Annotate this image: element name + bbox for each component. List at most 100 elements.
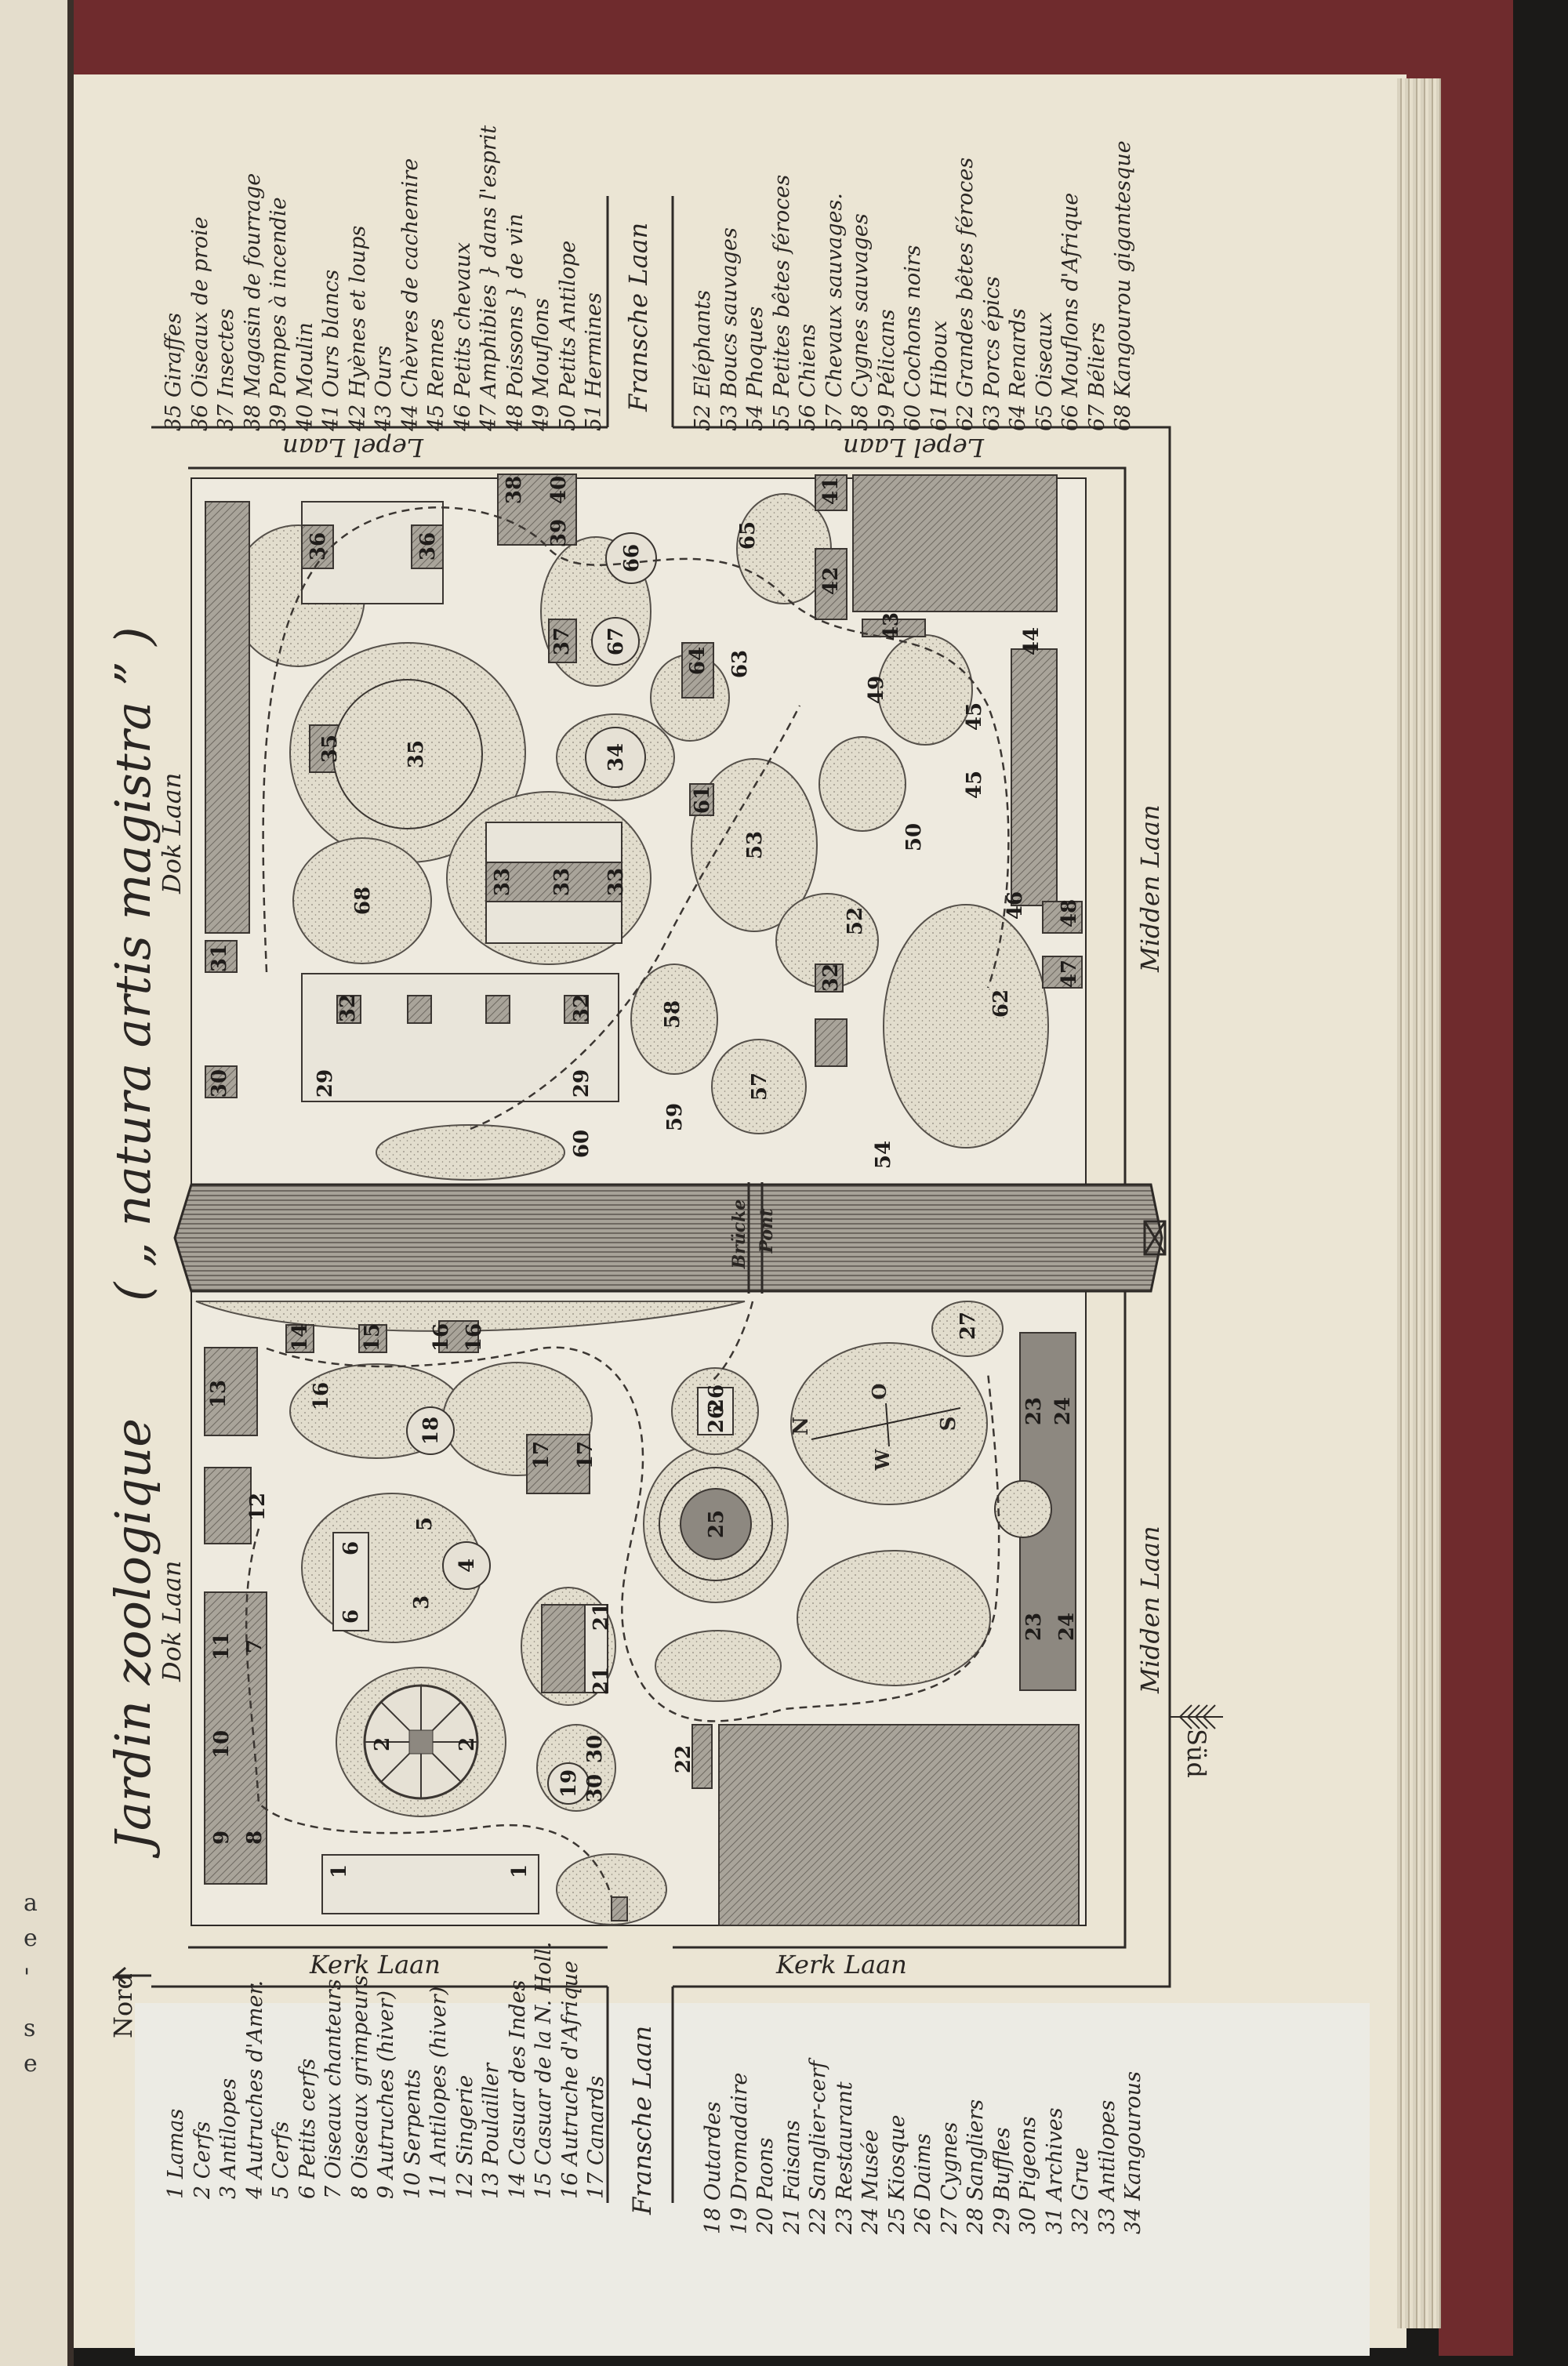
legend-item: 54 Phoques — [743, 306, 768, 431]
legend-item: 23 Restaurant — [832, 2081, 857, 2234]
street-midden-laan-lower: Midden Laan — [1135, 1526, 1165, 1693]
legend-item: 8 Oiseaux grimpeurs — [347, 1975, 372, 2199]
enclosure-number: 16 — [310, 1382, 333, 1410]
legend-item: 21 Faisans — [779, 2120, 804, 2234]
enclosure-number: 47 — [1058, 960, 1081, 988]
legend-item: 60 Cochons noirs — [901, 245, 925, 432]
legend-item: 10 Serpents — [400, 2069, 425, 2199]
enclosure-number: 49 — [865, 676, 888, 704]
outer-street-line — [151, 426, 1171, 1988]
enclosure-number: 6 — [339, 1609, 363, 1624]
legend-item: 48 Poissons } de vin — [503, 213, 528, 431]
compass-n-label: N — [789, 1417, 813, 1435]
street-fransche-laan-top: Fransche Laan — [623, 222, 653, 412]
legend-item: 39 Pompes à incendie — [267, 197, 291, 431]
bridge-label-fr: Pont — [757, 1209, 777, 1254]
enclosure-number: 15 — [361, 1323, 384, 1352]
legend-item: 25 Kiosque — [884, 2114, 909, 2234]
enclosure-number: 64 — [686, 647, 710, 675]
enclosure-number: 25 — [705, 1510, 728, 1538]
enclosure-number: 26 — [705, 1405, 728, 1433]
legend-item: 49 Mouflons — [529, 298, 554, 431]
enclosure-number: 67 — [604, 627, 628, 655]
legend-item: 52 Eléphants — [691, 289, 715, 431]
enclosure-number: 42 — [819, 567, 843, 595]
legend-item: 29 Buffles — [989, 2127, 1014, 2234]
book-cover-right — [1439, 0, 1513, 2356]
enclosure-number: 46 — [1004, 891, 1027, 920]
legend-item: 28 Sangliers — [964, 2099, 988, 2234]
street-dok-laan-upper: Dok Laan — [157, 772, 187, 895]
legend-item: 55 Petites bêtes féroces — [769, 174, 794, 431]
legend-item: 57 Chevaux sauvages. — [822, 193, 847, 431]
enclosure-number: 61 — [691, 786, 714, 814]
enclosure-number: 14 — [289, 1323, 312, 1352]
legend-item: 31 Archives — [1042, 2107, 1067, 2234]
enclosure-number: 1 — [508, 1864, 532, 1878]
legend-item: 12 Singerie — [452, 2074, 477, 2199]
compass-s-label: S — [937, 1417, 960, 1432]
legend-item: 51 Hermines — [582, 292, 606, 431]
legend-item: 27 Cygnes — [937, 2121, 962, 2234]
enclosure-number: 17 — [530, 1441, 554, 1469]
enclosure-number: 33 — [604, 868, 628, 896]
enclosure-number: 23 — [1022, 1397, 1046, 1425]
enclosure-number: 45 — [963, 771, 986, 799]
enclosure-number: 63 — [728, 650, 752, 678]
enclosure-number: 21 — [590, 1602, 613, 1631]
south-label: Süd — [1181, 1729, 1211, 1779]
enclosure-number: 34 — [604, 743, 628, 771]
legend-item: 35 Giraffes — [162, 312, 186, 431]
legend-item: 11 Antilopes (hiver) — [426, 1986, 451, 2199]
legend-item: 64 Renards — [1006, 308, 1030, 431]
enclosure-number: 7 — [243, 1639, 267, 1653]
enclosure-number: 68 — [351, 887, 375, 915]
legend-item: 13 Poulailler — [479, 2063, 503, 2199]
enclosure-number: 2 — [456, 1737, 479, 1751]
enclosure-number: 58 — [661, 1000, 684, 1029]
restaurant-terrace — [994, 1480, 1052, 1538]
lock-gate — [1143, 1220, 1167, 1256]
enclosure-number: 35 — [318, 735, 342, 763]
map-subtitle: ( „ natura artis magistra ” ) — [104, 626, 162, 1301]
enclosure-number: 30 — [583, 1774, 607, 1802]
legend-item: 6 Petits cerfs — [295, 2058, 320, 2199]
enclosure-number: 29 — [314, 1069, 337, 1098]
fransche-laan-lines — [606, 196, 674, 2203]
legend-item: 53 Boucs sauvages — [717, 227, 742, 431]
legend-item: 59 Pélicans — [874, 309, 899, 431]
enclosure-number: 45 — [963, 702, 986, 731]
compass-o-label: O — [868, 1384, 891, 1400]
enclosure-number: 32 — [336, 994, 360, 1022]
canal — [173, 1183, 1163, 1293]
north-arrow-icon — [114, 1966, 151, 1985]
legend-item: 38 Magasin de fourrage — [240, 172, 265, 431]
legend-item: 26 Daims — [911, 2133, 935, 2234]
enclosure-number: 65 — [736, 521, 760, 550]
street-kerk-laan-right: Kerk Laan — [776, 1950, 907, 1980]
book-cover-top — [47, 0, 1513, 78]
book-gutter — [67, 0, 74, 2366]
legend-item: 14 Casuar des Indes — [505, 1980, 530, 2199]
enclosure-number: 24 — [1051, 1397, 1075, 1425]
enclosure-number: 30 — [208, 1069, 231, 1098]
enclosure-number: 6 — [339, 1541, 363, 1555]
legend-item: 34 Kangourous — [1121, 2071, 1145, 2234]
legend-item: 20 Paons — [753, 2137, 778, 2235]
legend-item: 2 Cerfs — [190, 2121, 215, 2199]
street-fransche-laan-bottom: Fransche Laan — [627, 2025, 657, 2215]
enclosure-number: 21 — [590, 1667, 613, 1695]
enclosure-number: 41 — [819, 477, 843, 505]
enclosure-number: 60 — [570, 1130, 593, 1158]
enclosure-number: 38 — [503, 476, 526, 504]
bridge — [747, 1182, 764, 1294]
enclosure-number: 26 — [705, 1384, 728, 1413]
enclosure-number: 36 — [416, 532, 440, 561]
enclosure-number: 37 — [550, 627, 574, 655]
enclosure-number: 11 — [210, 1632, 234, 1660]
enclosure-number: 57 — [748, 1072, 771, 1101]
enclosure-number: 53 — [743, 831, 767, 859]
